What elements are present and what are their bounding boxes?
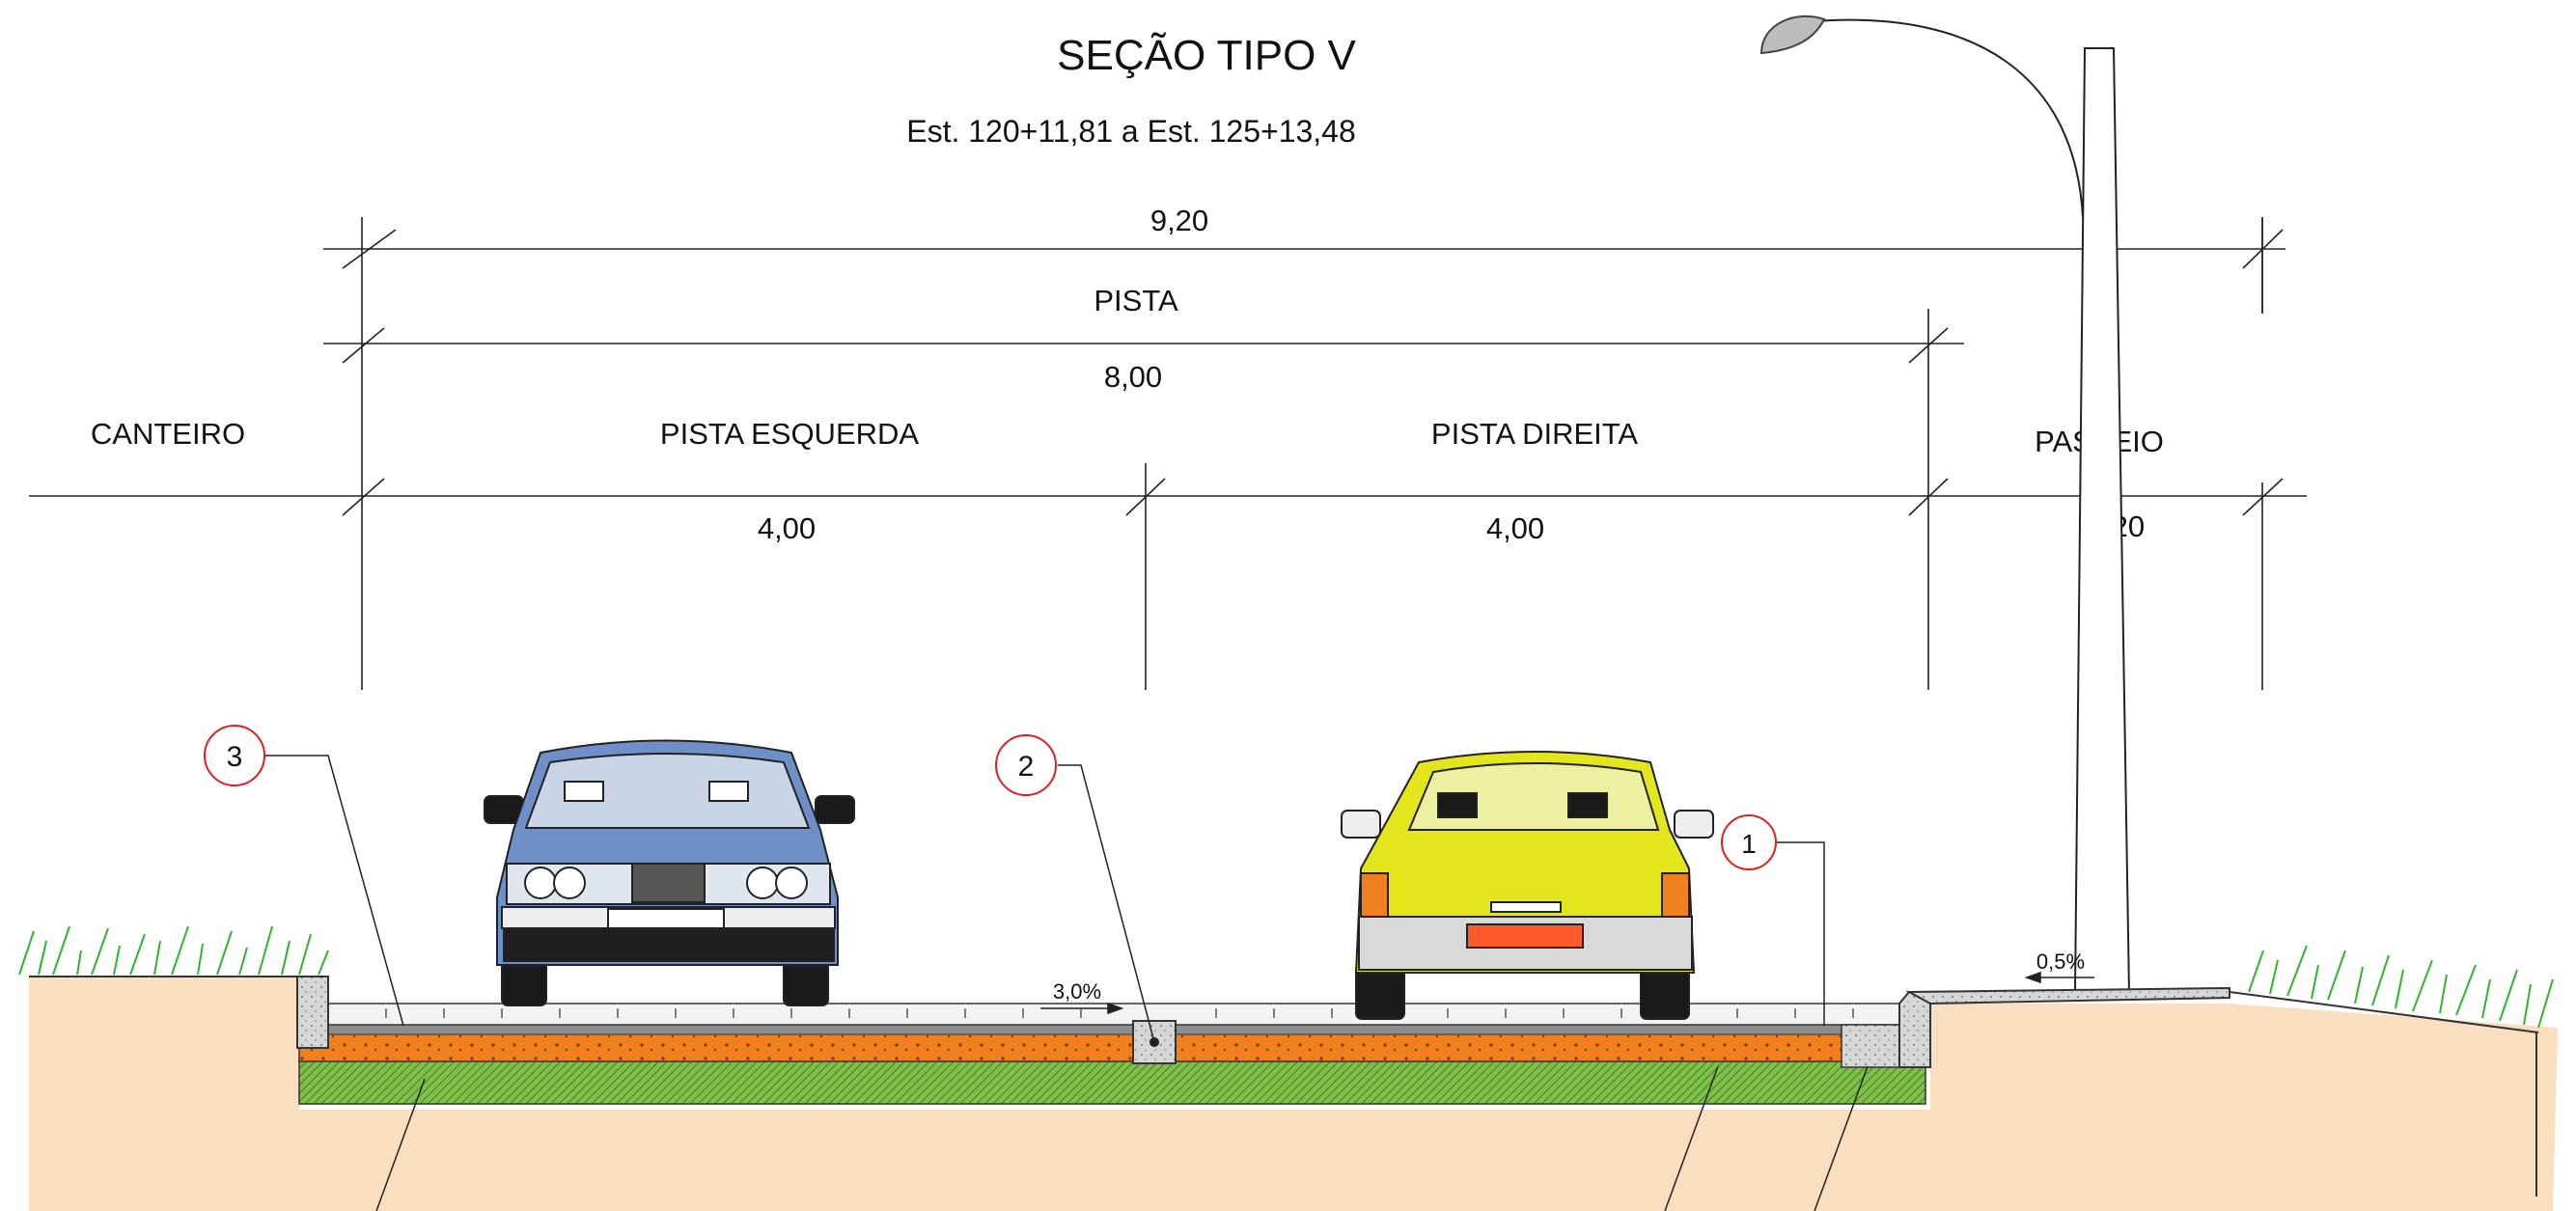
- grass-icon: [18, 925, 2554, 1029]
- car-rear-icon: [1341, 751, 1714, 1020]
- terrain: [29, 976, 2558, 1211]
- canteiro-label: CANTEIRO: [91, 417, 245, 451]
- callout-2: 2: [995, 734, 1057, 796]
- slope-passeio: 0,5%: [2036, 950, 2085, 974]
- pista-label: PISTA: [1094, 284, 1178, 317]
- dimension-lines: [29, 217, 2307, 690]
- pista-width-label: 8,00: [1104, 360, 1162, 394]
- callout-leaders: [264, 755, 1869, 1211]
- pista-esquerda-label: PISTA ESQUERDA: [660, 417, 919, 451]
- pista-esquerda-width: 4,00: [758, 511, 816, 545]
- svg-text:3: 3: [227, 741, 243, 773]
- callout-3: 3: [204, 725, 265, 786]
- car-front-icon: [484, 739, 855, 1006]
- pavement-structure: [296, 976, 2230, 1105]
- pista-direita-label: PISTA DIREITA: [1431, 417, 1638, 451]
- svg-text:2: 2: [1018, 751, 1035, 783]
- pista-direita-width: 4,00: [1486, 511, 1544, 545]
- svg-text:1: 1: [1741, 829, 1757, 859]
- total-width-label: 9,20: [1150, 204, 1208, 237]
- page-subtitle: Est. 120+11,81 a Est. 125+13,48: [906, 114, 1356, 149]
- slope-indicators: [1040, 971, 2094, 1015]
- slope-pista: 3,0%: [1053, 979, 1101, 1004]
- street-lamp-icon: [1759, 14, 2131, 995]
- callout-1: 1: [1721, 814, 1777, 870]
- page-title: SEÇÃO TIPO V: [1057, 31, 1356, 79]
